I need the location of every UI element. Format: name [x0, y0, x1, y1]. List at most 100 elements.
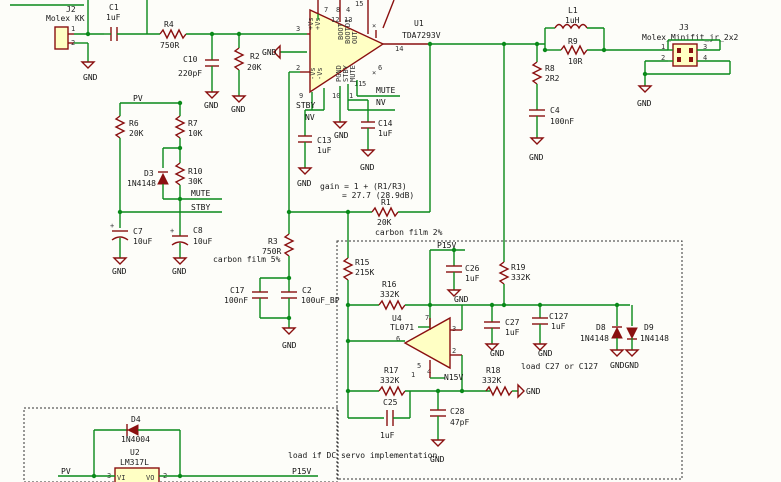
r15-ref: R15: [355, 258, 370, 267]
u1-pin10: 10: [332, 92, 340, 100]
ic-u4: U4 TL071 6 3 2 7 4 5 1: [390, 314, 456, 379]
capacitor-c8: + C8 10uF: [170, 226, 212, 246]
capacitor-c2: C2 100uF_BP: [281, 286, 340, 305]
r9-value: 10R: [568, 57, 583, 66]
note-gain-2: = 27.7 (28.9dB): [342, 191, 414, 200]
l1-ref: L1: [568, 6, 578, 15]
u1-pin7: 7: [324, 6, 328, 14]
net-mute-left: MUTE: [191, 189, 210, 198]
gnd-label-c14: GND: [360, 163, 375, 172]
c4-ref: C4: [550, 106, 560, 115]
r9-ref: R9: [568, 37, 578, 46]
gnd-symbol-c8: GND: [172, 257, 188, 276]
c28-value: 1uF: [380, 431, 395, 440]
gnd-label-r18: GND: [526, 387, 541, 396]
u2-vi: VI: [117, 474, 125, 482]
note-carbon-r1: carbon film 2%: [375, 228, 443, 237]
resistor-r8: R8 2R2: [531, 61, 560, 85]
u4-pin7: 7: [425, 314, 429, 322]
gnd-label-c2: GND: [282, 341, 297, 350]
r17-ref: R17: [384, 366, 399, 375]
j3-ref: J3: [679, 23, 689, 32]
j2-value: Molex KK: [46, 14, 85, 23]
note-load-servo: load if DC servo implementation: [288, 451, 437, 460]
d3-value: 1N4148: [127, 179, 156, 188]
r3-ref: R3: [268, 237, 278, 246]
r10-value: 30K: [188, 177, 203, 186]
u1-pin2: 2: [296, 64, 300, 72]
c8-ref: C8: [193, 226, 203, 235]
capacitor-c27: C27 1uF: [484, 318, 520, 337]
capacitor-c127: C127 1uF: [532, 312, 568, 331]
net-mute-u1: MUTE: [376, 86, 395, 95]
resistor-r6: R6 20K: [114, 115, 144, 139]
u4-pin3: 3: [452, 325, 456, 333]
capacitor-c14: C14 1uF: [361, 118, 393, 150]
u1-lbl-out: OUT: [351, 31, 359, 44]
svg-text:×: ×: [372, 69, 376, 77]
net-stby-u1: STBY: [296, 101, 315, 110]
gnd-label-c4: GND: [529, 153, 544, 162]
diode-d4: D4 1N4004: [94, 415, 180, 444]
r19-ref: R19: [511, 263, 526, 272]
gnd-label-c10: GND: [204, 101, 219, 110]
gnd-symbol-u1-pgnd: GND: [332, 121, 349, 140]
d8-ref: D8: [596, 323, 606, 332]
u1-lbl-pgnd: PGND: [335, 65, 343, 82]
gnd-label-c127: GND: [538, 349, 553, 358]
j2-pin2: 2: [71, 39, 75, 47]
gnd-symbol-c25: GND: [430, 439, 446, 464]
j2-pin1: 1: [71, 25, 75, 33]
svg-text:+: +: [110, 222, 114, 230]
u1-pin13: 13: [344, 16, 352, 24]
resistor-r4: R4 750R: [159, 20, 187, 50]
c27-ref: C27: [505, 318, 520, 327]
r6-ref: R6: [129, 119, 139, 128]
resistor-r7: R7 10K: [174, 115, 203, 139]
gnd-symbol-c13: GND: [297, 167, 313, 188]
capacitor-c17: C17 100nF: [224, 286, 268, 305]
capacitor-c25: C28 47pF: [430, 407, 469, 427]
capacitor-c26: C26 1uF: [446, 264, 480, 283]
r6-value: 20K: [129, 129, 144, 138]
diode-d8: D8 1N4148: [580, 323, 623, 343]
u1-ref: U1: [414, 19, 424, 28]
d4-ref: D4: [131, 415, 141, 424]
u1-pin3: 3: [296, 25, 300, 33]
d9-value: 1N4148: [640, 334, 669, 343]
u1-value: TDA7293V: [402, 31, 441, 40]
r3-value: 750R: [262, 247, 281, 256]
u4-pin1: 1: [411, 371, 415, 379]
u1-lbl-vs1: +Vs: [307, 17, 315, 30]
resistor-r16: R16 332K: [378, 280, 406, 311]
gnd-label-j3: GND: [637, 99, 652, 108]
note-load-c27: load C27 or C127: [521, 362, 598, 371]
u2-value: LM317L: [120, 458, 149, 467]
c127-value: 1uF: [551, 322, 566, 331]
resistor-r3: R3 750R: [262, 212, 295, 257]
r1-ref: R1: [381, 198, 391, 207]
inductor-l1: L1 1uH: [554, 6, 588, 30]
r4-value: 750R: [160, 41, 179, 50]
gnd-symbol-c7: GND: [112, 257, 128, 276]
u1-pin9: 9: [299, 92, 303, 100]
capacitor-c28: C25 1uF: [380, 398, 398, 440]
svg-text:+: +: [170, 227, 174, 235]
gnd-label-c8: GND: [172, 267, 187, 276]
u4-value: TL071: [390, 323, 414, 332]
c26-value: 1uF: [465, 274, 480, 283]
gnd-symbol-u1-left: GND: [262, 44, 307, 60]
u1-lbl-vs4: -Vs: [316, 67, 324, 80]
net-p15v-bottom: P15V: [292, 467, 311, 476]
gnd-symbol-j2: GND: [80, 61, 98, 82]
label-gndgnd: GNDGND: [610, 361, 639, 370]
resistor-r15: R15 215K: [342, 257, 374, 281]
r18-ref: R18: [486, 366, 501, 375]
c10-value: 220pF: [178, 69, 202, 78]
resistor-r17: R17 332K: [378, 366, 406, 397]
j2-ref: J2: [66, 5, 76, 14]
r2-value: 20K: [247, 63, 262, 72]
c28-ref: C25: [383, 398, 398, 407]
c10-ref: C10: [183, 55, 198, 64]
